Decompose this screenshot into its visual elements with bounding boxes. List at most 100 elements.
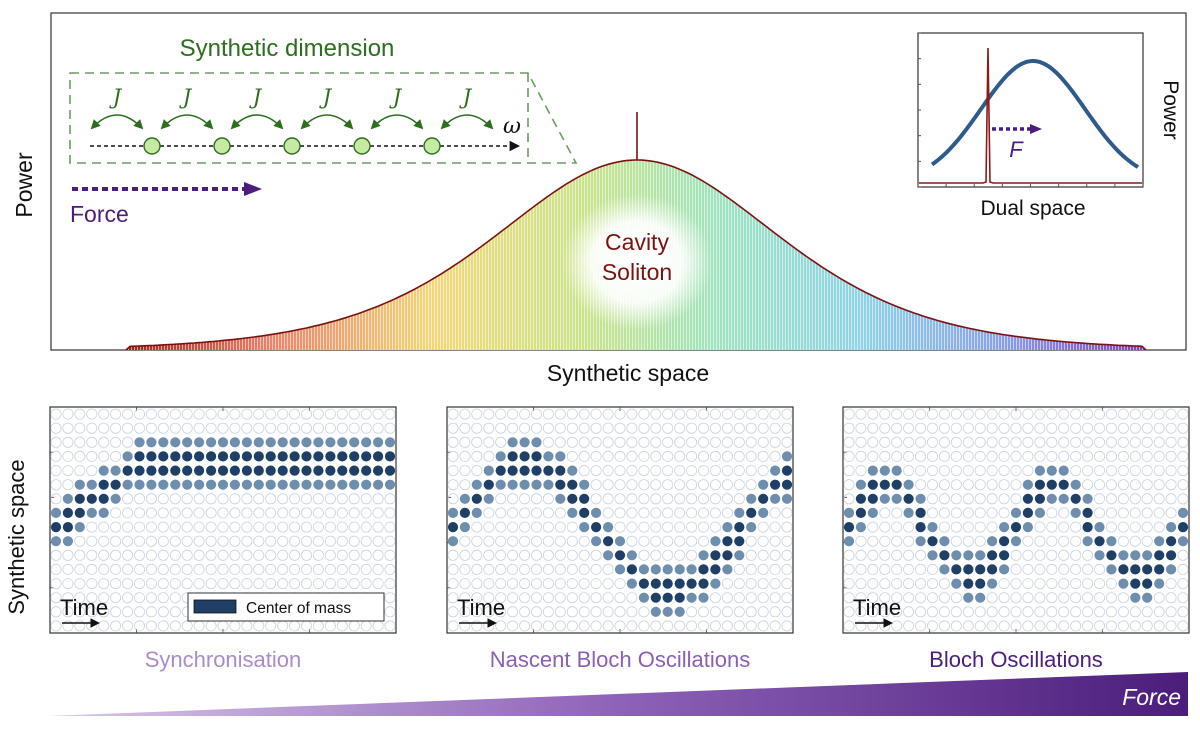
lattice-dot: [650, 479, 662, 491]
lattice-dot: [110, 606, 122, 618]
lattice-dot: [987, 550, 998, 561]
lattice-dot: [1141, 465, 1153, 477]
lattice-dot: [962, 521, 974, 533]
omega-label: ω: [503, 114, 521, 139]
lattice-dot: [145, 549, 157, 561]
lattice-dot: [938, 450, 950, 462]
lattice-dot: [372, 578, 384, 590]
lattice-dot: [1070, 422, 1082, 434]
lattice-dot: [543, 479, 554, 490]
lattice-dot: [674, 549, 686, 561]
lattice-dot: [384, 408, 396, 420]
lattice-dot: [709, 592, 721, 604]
lattice-dot: [145, 620, 157, 632]
lattice-dot: [1153, 493, 1165, 505]
lattice-dot: [998, 436, 1010, 448]
lattice-dot: [1165, 578, 1177, 590]
lattice-dot: [855, 422, 867, 434]
lattice-dot: [483, 606, 495, 618]
lattice-dot: [86, 563, 98, 575]
lattice-dot: [855, 535, 867, 547]
lattice-dot: [86, 578, 98, 590]
lattice-dot: [757, 549, 769, 561]
lattice-dot: [1130, 550, 1141, 561]
lattice-dot: [757, 535, 769, 547]
lattice-dot: [384, 592, 396, 604]
lattice-dot: [169, 408, 181, 420]
lattice-dot: [915, 536, 926, 547]
lattice-dot: [578, 563, 590, 575]
lattice-dot: [507, 507, 519, 519]
lattice-dot: [1046, 521, 1058, 533]
lattice-dot: [1129, 620, 1141, 632]
lattice-dot: [62, 507, 73, 518]
lattice-dot: [1034, 620, 1046, 632]
lattice-dot: [891, 563, 903, 575]
lattice-dot: [1153, 436, 1165, 448]
lattice-dot: [1154, 578, 1165, 589]
lattice-dot: [662, 521, 674, 533]
lattice-dot: [531, 563, 543, 575]
lattice-dot: [698, 436, 710, 448]
lattice-dot: [459, 493, 470, 504]
lattice-dot: [265, 507, 277, 519]
lattice-dot: [590, 563, 602, 575]
lattice-dot: [360, 521, 372, 533]
lattice-dot: [927, 450, 939, 462]
lattice-dot: [891, 606, 903, 618]
lattice-dot: [145, 606, 157, 618]
lattice-dot: [157, 549, 169, 561]
lattice-dot: [566, 620, 578, 632]
lattice-dot: [193, 535, 205, 547]
lattice-dot: [158, 437, 169, 448]
lattice-dot: [133, 507, 145, 519]
lattice-dot: [757, 563, 769, 575]
lattice-dot: [181, 535, 193, 547]
lattice-dot: [974, 436, 986, 448]
lattice-dot: [459, 465, 471, 477]
lattice-dot: [602, 450, 614, 462]
lattice-dot: [638, 493, 650, 505]
lattice-dot: [1058, 450, 1070, 462]
lattice-dot: [1070, 535, 1082, 547]
lattice-dot: [1082, 592, 1094, 604]
lattice-dot: [86, 521, 98, 533]
lattice-dot: [324, 578, 336, 590]
lattice-dot: [1094, 578, 1106, 590]
cavity-label: Cavity: [605, 229, 669, 255]
lattice-dot: [1154, 550, 1165, 561]
lattice-dot: [962, 606, 974, 618]
lattice-dot: [698, 606, 710, 618]
lattice-dot: [1166, 550, 1177, 561]
lattice-dot: [145, 507, 157, 519]
lattice-dot: [349, 451, 360, 462]
lattice-dot: [722, 550, 733, 561]
lattice-dot: [289, 422, 301, 434]
lattice-dot: [986, 479, 998, 491]
lattice-dot: [554, 507, 566, 519]
lattice-dot: [471, 465, 483, 477]
lattice-dot: [471, 422, 483, 434]
lattice-dot: [1105, 479, 1117, 491]
lattice-dot: [471, 507, 482, 518]
lattice-dot: [998, 620, 1010, 632]
lattice-dot: [855, 606, 867, 618]
lattice-dot: [843, 507, 855, 518]
lattice-dot: [1153, 450, 1165, 462]
lattice-dot: [74, 465, 86, 477]
lattice-dot: [566, 450, 578, 462]
lattice-dot: [1022, 450, 1034, 462]
lattice-dot: [495, 408, 507, 420]
lattice-dot: [495, 535, 507, 547]
lattice-dot: [217, 479, 229, 490]
lattice-dot: [721, 507, 733, 519]
lattice-dot: [483, 521, 495, 533]
lattice-dot: [626, 550, 638, 561]
lattice-dot: [626, 450, 638, 462]
lattice-dot: [519, 578, 531, 590]
lattice-dot: [626, 592, 638, 604]
lattice-dot: [289, 479, 300, 490]
lattice-dot: [1165, 422, 1177, 434]
lattice-dot: [986, 493, 998, 505]
lattice-dot: [614, 422, 626, 434]
